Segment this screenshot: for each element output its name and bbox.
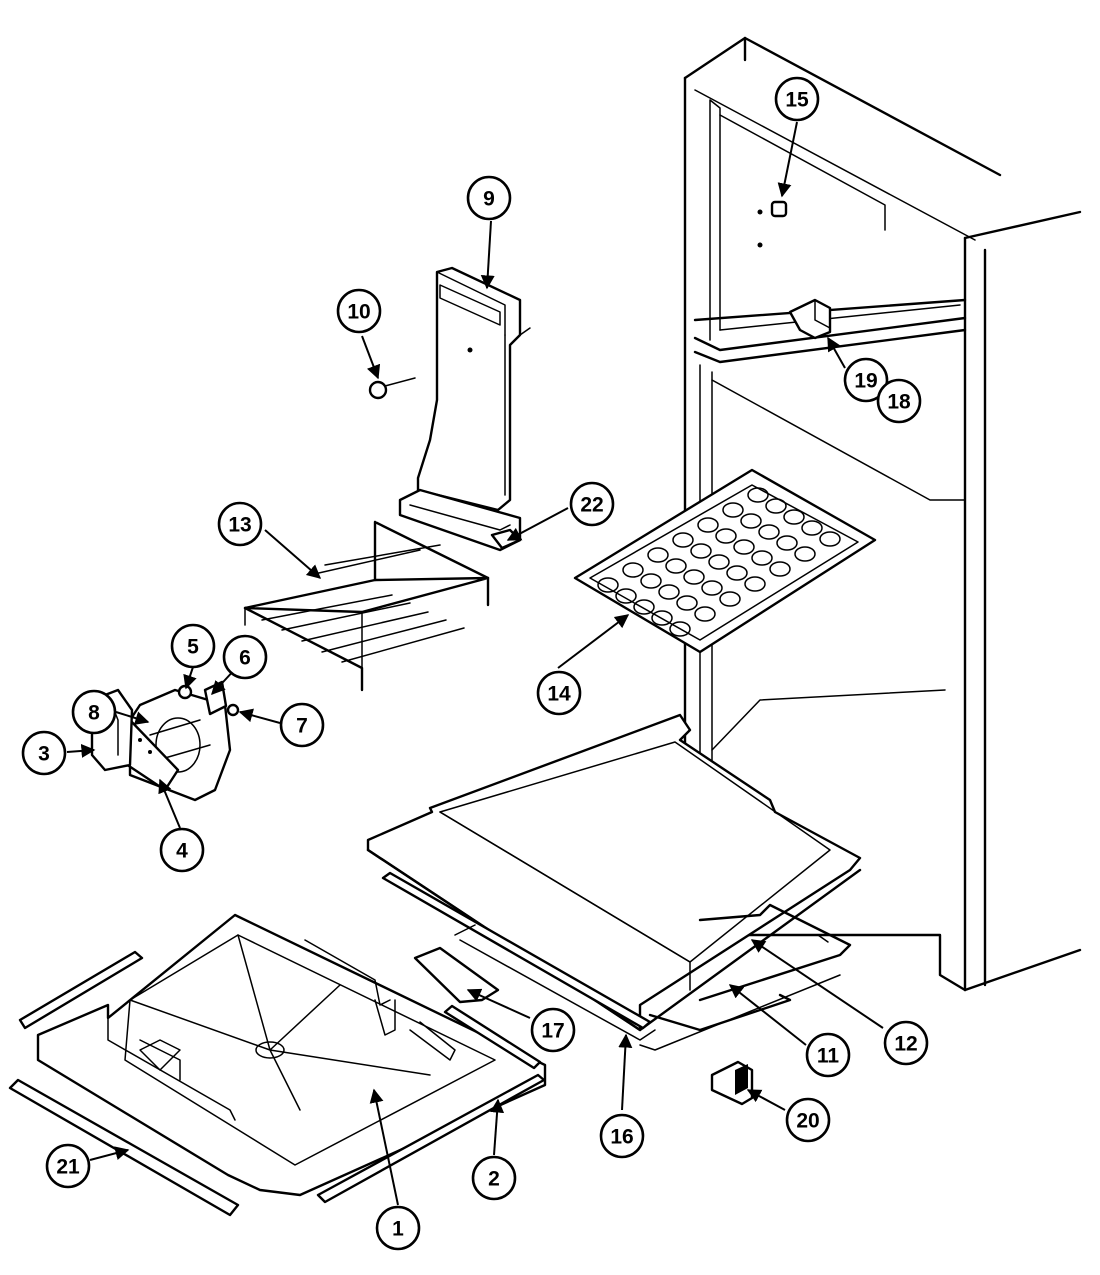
ice-cup: [801, 520, 823, 536]
ice-cup: [672, 532, 694, 548]
ice-cup: [747, 487, 769, 503]
ice-cup: [640, 573, 662, 589]
svg-text:5: 5: [187, 636, 199, 659]
part-20-bracket: [710, 1060, 754, 1106]
ice-cup: [722, 502, 744, 518]
svg-text:2: 2: [488, 1168, 500, 1191]
svg-text:15: 15: [785, 89, 809, 112]
svg-text:17: 17: [541, 1020, 564, 1043]
ice-cup: [758, 524, 780, 540]
svg-text:11: 11: [817, 1045, 840, 1068]
svg-text:7: 7: [296, 715, 308, 738]
svg-text:18: 18: [887, 391, 911, 414]
ice-cup: [669, 621, 691, 637]
callout-7: 7: [279, 702, 325, 748]
callout-17: 17: [530, 1007, 576, 1053]
callout-4: 4: [159, 827, 205, 873]
ice-cup: [819, 531, 841, 547]
ice-cup: [708, 554, 730, 570]
callout-1: 1: [375, 1205, 421, 1251]
svg-text:13: 13: [228, 514, 251, 537]
ice-cup: [765, 498, 787, 514]
callout-11: 11: [805, 1032, 851, 1078]
ice-cup: [769, 561, 791, 577]
callout-2: 2: [471, 1155, 517, 1201]
ice-cup: [690, 543, 712, 559]
svg-text:14: 14: [547, 683, 571, 706]
callout-9: 9: [466, 175, 512, 221]
ice-cup: [683, 569, 705, 585]
ice-cup: [751, 550, 773, 566]
callout-8: 8: [71, 689, 117, 735]
callout-15: 15: [774, 76, 820, 122]
ice-cup: [676, 595, 698, 611]
callout-20: 20: [785, 1097, 831, 1143]
part-18-19-bracket: [788, 298, 832, 340]
part-9-air-duct: [398, 266, 531, 552]
ice-cup: [697, 517, 719, 533]
ice-cup: [733, 539, 755, 555]
ice-cup: [597, 577, 619, 593]
ice-cup: [658, 584, 680, 600]
ice-cup: [744, 576, 766, 592]
part-1-pan: [36, 913, 547, 1197]
ice-cup: [622, 562, 644, 578]
ice-cup: [776, 535, 798, 551]
svg-text:1: 1: [392, 1218, 404, 1241]
svg-text:20: 20: [796, 1110, 819, 1133]
callout-14: 14: [536, 670, 582, 716]
svg-text:6: 6: [239, 647, 251, 670]
callout-3: 3: [21, 730, 67, 776]
part-12-shelf: [366, 713, 862, 1032]
leader-lines: [66, 121, 884, 1206]
svg-text:9: 9: [483, 188, 495, 211]
svg-text:16: 16: [610, 1126, 633, 1149]
callout-21: 21: [45, 1143, 91, 1189]
ice-cup: [740, 513, 762, 529]
ice-cup: [694, 606, 716, 622]
svg-text:12: 12: [894, 1033, 917, 1056]
svg-text:4: 4: [176, 840, 188, 863]
ice-cup: [794, 546, 816, 562]
callout-5: 5: [170, 623, 216, 669]
callout-16: 16: [599, 1113, 645, 1159]
part-5-screw: [177, 684, 193, 700]
ice-cup: [647, 547, 669, 563]
part-17-plate: [413, 946, 500, 1004]
part-13-wire-shelf: [243, 520, 490, 692]
part-7-screw: [226, 703, 240, 717]
ice-cup: [701, 580, 723, 596]
part-14-ice-tray: [573, 468, 877, 654]
ice-cup: [783, 509, 805, 525]
ice-cup: [665, 558, 687, 574]
callout-10: 10: [336, 288, 382, 334]
svg-text:8: 8: [88, 702, 100, 725]
ice-cup: [633, 599, 655, 615]
part-10-screw: [368, 377, 416, 400]
part-15-light-socket: [757, 200, 788, 248]
part-16-rail: [381, 871, 841, 1051]
callout-13: 13: [217, 501, 263, 547]
ice-cup: [651, 610, 673, 626]
svg-text:19: 19: [854, 370, 877, 393]
ice-cup: [719, 591, 741, 607]
svg-text:10: 10: [347, 301, 370, 324]
part-2-rail: [316, 1004, 546, 1204]
svg-text:3: 3: [38, 743, 50, 766]
ice-cup: [615, 588, 637, 604]
svg-text:22: 22: [580, 494, 603, 517]
callout-18: 18: [876, 378, 922, 424]
callout-22: 22: [569, 481, 615, 527]
ice-cup: [726, 565, 748, 581]
callout-12: 12: [883, 1020, 929, 1066]
callout-19: 19: [843, 357, 889, 403]
svg-text:21: 21: [56, 1156, 80, 1179]
callout-6: 6: [222, 634, 268, 680]
ice-cup: [715, 528, 737, 544]
